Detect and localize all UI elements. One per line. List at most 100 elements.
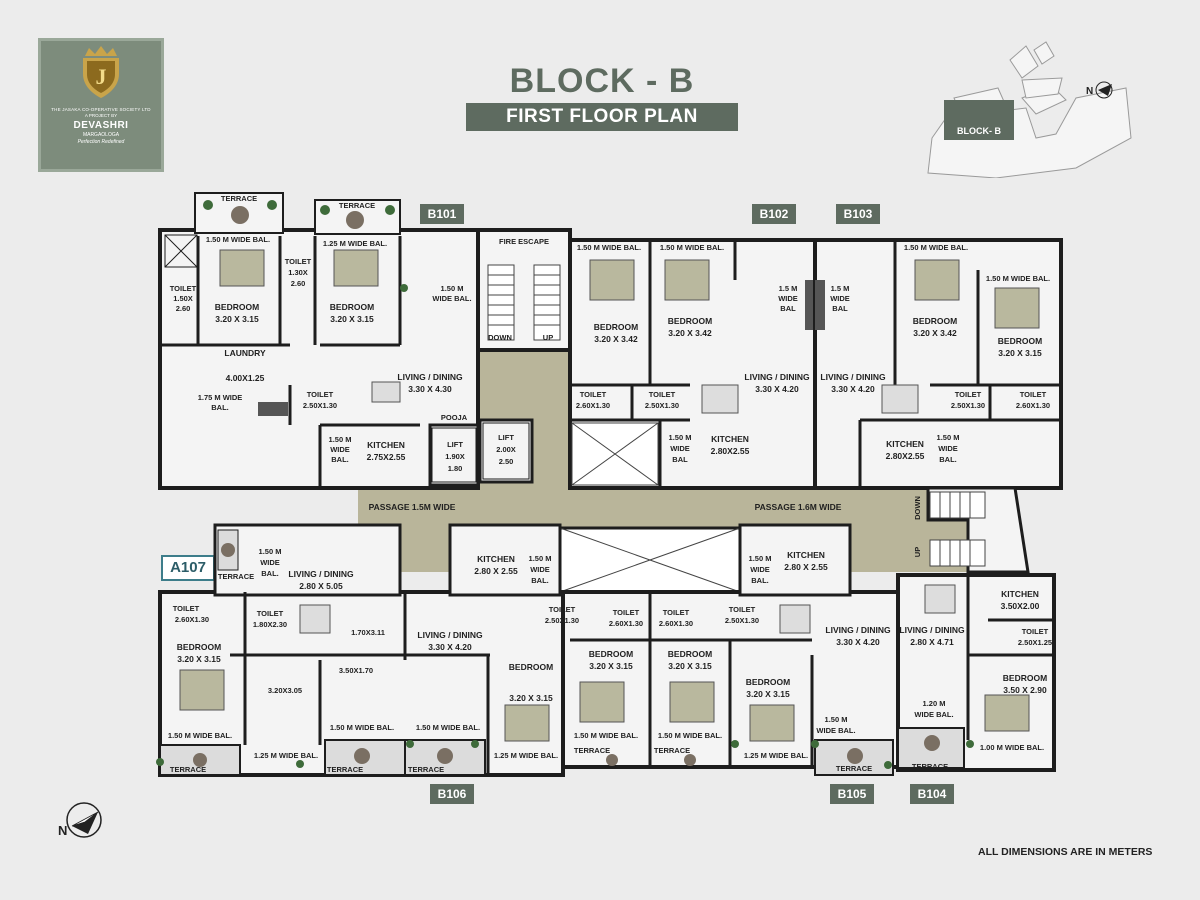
lift-1-dim-b: 1.80 bbox=[448, 464, 463, 473]
b103-bedroom-1-label: BEDROOM bbox=[913, 316, 957, 326]
unit-tag-a107: A107 bbox=[161, 555, 215, 581]
a107-toilet-1-dim: 2.60X1.30 bbox=[175, 615, 209, 624]
a107-toilet-2-label: TOILET bbox=[257, 609, 284, 618]
b104-balcony-2: 1.00 M WIDE BAL. bbox=[980, 743, 1044, 752]
b104-toilet-label: TOILET bbox=[1022, 627, 1049, 636]
b101-balcony-4-b: BAL. bbox=[211, 403, 229, 412]
b101-living-label: LIVING / DINING bbox=[397, 372, 463, 382]
b105-balcony-1-a: 1.50 M bbox=[749, 554, 772, 563]
b106-terrace-1: TERRACE bbox=[170, 765, 206, 774]
b105-bedroom-1-dim: 3.20 X 3.15 bbox=[668, 661, 712, 671]
b102-kitchen-dim: 2.80X2.55 bbox=[711, 446, 750, 456]
b103-bedroom-2-dim: 3.20 X 3.15 bbox=[998, 348, 1042, 358]
fire-escape-up: UP bbox=[543, 333, 553, 342]
key-plan-label: BLOCK- B bbox=[957, 126, 1001, 136]
b103-balcony-1-c: BAL bbox=[832, 304, 848, 313]
b106-terrace-3: TERRACE bbox=[408, 765, 444, 774]
b106-balcony-2: 1.25 M WIDE BAL. bbox=[254, 751, 318, 760]
b101-bedroom-1-label: BEDROOM bbox=[215, 302, 259, 312]
b102-toilet-2-label: TOILET bbox=[649, 390, 676, 399]
b102-balcony-4-c: BAL bbox=[672, 455, 688, 464]
b105-balcony-4-a: 1.50 M bbox=[825, 715, 848, 724]
a107-room-dim: 1.70X3.11 bbox=[351, 628, 385, 637]
b102-toilet-2-dim: 2.50X1.30 bbox=[645, 401, 679, 410]
b101-balcony-5-a: 1.50 M bbox=[329, 435, 352, 444]
unit-tag-b102: B102 bbox=[752, 204, 796, 224]
page-subtitle: FIRST FLOOR PLAN bbox=[466, 103, 738, 131]
b104-bedroom-dim: 3.50 X 2.90 bbox=[1003, 685, 1047, 695]
b101-toilet-1-label: TOILET bbox=[170, 284, 197, 293]
unit-b103 bbox=[813, 238, 1063, 490]
b103-kitchen-dim: 2.80X2.55 bbox=[886, 451, 925, 461]
b103-toilet-2-label: TOILET bbox=[1020, 390, 1047, 399]
key-plan-north-icon bbox=[1095, 81, 1113, 99]
lift-1-dim-a: 1.90X bbox=[445, 452, 465, 461]
a107-balcony-b: WIDE bbox=[260, 558, 280, 567]
logo-brand: DEVASHRI bbox=[73, 120, 129, 131]
b104-bedroom-label: BEDROOM bbox=[1003, 673, 1047, 683]
b105-balcony-4-b: WIDE BAL. bbox=[816, 726, 855, 735]
b102-living-dim: 3.30 X 4.20 bbox=[755, 384, 799, 394]
b101-terrace-1: TERRACE bbox=[221, 194, 257, 203]
b106-kitchen-label: KITCHEN bbox=[477, 554, 515, 564]
key-plan: BLOCK- B N bbox=[927, 41, 1132, 178]
b101-balcony-1: 1.50 M WIDE BAL. bbox=[206, 235, 270, 244]
b102-toilet-1-dim: 2.60X1.30 bbox=[576, 401, 610, 410]
b106-bedroom-1-label: BEDROOM bbox=[177, 642, 221, 652]
unit-tag-b105: B105 bbox=[830, 784, 874, 804]
b105-balcony-2: 1.50 M WIDE BAL. bbox=[658, 731, 722, 740]
b102-balcony-4-a: 1.50 M bbox=[669, 433, 692, 442]
b106-balcony-7: 1.50 M WIDE BAL. bbox=[574, 731, 638, 740]
b101-toilet-1-dim-b: 2.60 bbox=[176, 304, 191, 313]
passage-right-label: PASSAGE 1.6M WIDE bbox=[755, 502, 842, 512]
b105-living-dim: 3.30 X 4.20 bbox=[836, 637, 880, 647]
a107-balcony-c: BAL. bbox=[261, 569, 279, 578]
unit-tag-b101: B101 bbox=[420, 204, 464, 224]
b103-balcony-4-c: BAL. bbox=[939, 455, 957, 464]
b101-balcony-5-b: WIDE bbox=[330, 445, 350, 454]
a107-toilet-2-dim: 1.80X2.30 bbox=[253, 620, 287, 629]
b101-balcony-3-b: WIDE BAL. bbox=[432, 294, 471, 303]
b105-toilet-1-dim: 2.60X1.30 bbox=[659, 619, 693, 628]
b106-living-label: LIVING / DINING bbox=[417, 630, 483, 640]
b102-balcony-2: 1.50 M WIDE BAL. bbox=[660, 243, 724, 252]
b105-bedroom-2-dim: 3.20 X 3.15 bbox=[746, 689, 790, 699]
central-shaft bbox=[558, 526, 742, 594]
key-plan-north-label: N bbox=[1086, 86, 1093, 97]
lift-2-label: LIFT bbox=[498, 433, 514, 442]
b106-balcony-5-a: 1.50 M bbox=[529, 554, 552, 563]
b106-bedroom-2-label: BEDROOM bbox=[509, 662, 553, 672]
unit-tag-b103: B103 bbox=[836, 204, 880, 224]
b106-room-2-dim: 3.50X1.70 bbox=[339, 666, 373, 675]
b106-toilet-2-dim: 2.60X1.30 bbox=[609, 619, 643, 628]
b102-balcony-3-a: 1.5 M bbox=[779, 284, 798, 293]
logo-project-by: A PROJECT BY bbox=[84, 113, 118, 118]
b106-balcony-1: 1.50 M WIDE BAL. bbox=[168, 731, 232, 740]
lift-2-dim-b: 2.50 bbox=[499, 457, 514, 466]
b101-bedroom-1-dim: 3.20 X 3.15 bbox=[215, 314, 259, 324]
north-arrow-icon: N bbox=[58, 802, 102, 838]
b105-toilet-2-label: TOILET bbox=[729, 605, 756, 614]
north-label: N bbox=[58, 823, 67, 838]
b105-bedroom-1-label: BEDROOM bbox=[668, 649, 712, 659]
logo-location: MARGAOLOGA bbox=[82, 132, 120, 138]
unit-tag-b104: B104 bbox=[910, 784, 954, 804]
b101-toilet-2-dim-a: 1.30X bbox=[288, 268, 308, 277]
b104-balcony-1-a: 1.20 M bbox=[923, 699, 946, 708]
right-stair-up: UP bbox=[913, 547, 922, 557]
b101-toilet-2-dim-b: 2.60 bbox=[291, 279, 306, 288]
fire-escape-label: FIRE ESCAPE bbox=[499, 237, 549, 246]
b106-bedroom-2-dim: 3.20 X 3.15 bbox=[509, 693, 553, 703]
logo-society-line: THE JASAKA CO-OPERATIVE SOCIETY LTD bbox=[51, 107, 151, 112]
crest-icon: J bbox=[83, 46, 119, 98]
b103-balcony-2: 1.50 M WIDE BAL. bbox=[904, 243, 968, 252]
b104-balcony-1-b: WIDE BAL. bbox=[914, 710, 953, 719]
project-logo: J THE JASAKA CO-OPERATIVE SOCIETY LTD A … bbox=[38, 38, 164, 172]
b106-balcony-3: 1.50 M WIDE BAL. bbox=[330, 723, 394, 732]
unit-b101 bbox=[158, 192, 534, 490]
a107-living-label: LIVING / DINING bbox=[288, 569, 354, 579]
lift-2-dim-a: 2.00X bbox=[496, 445, 516, 454]
b104-kitchen-label: KITCHEN bbox=[1001, 589, 1039, 599]
a107-terrace: TERRACE bbox=[218, 572, 254, 581]
b101-balcony-5-c: BAL. bbox=[331, 455, 349, 464]
